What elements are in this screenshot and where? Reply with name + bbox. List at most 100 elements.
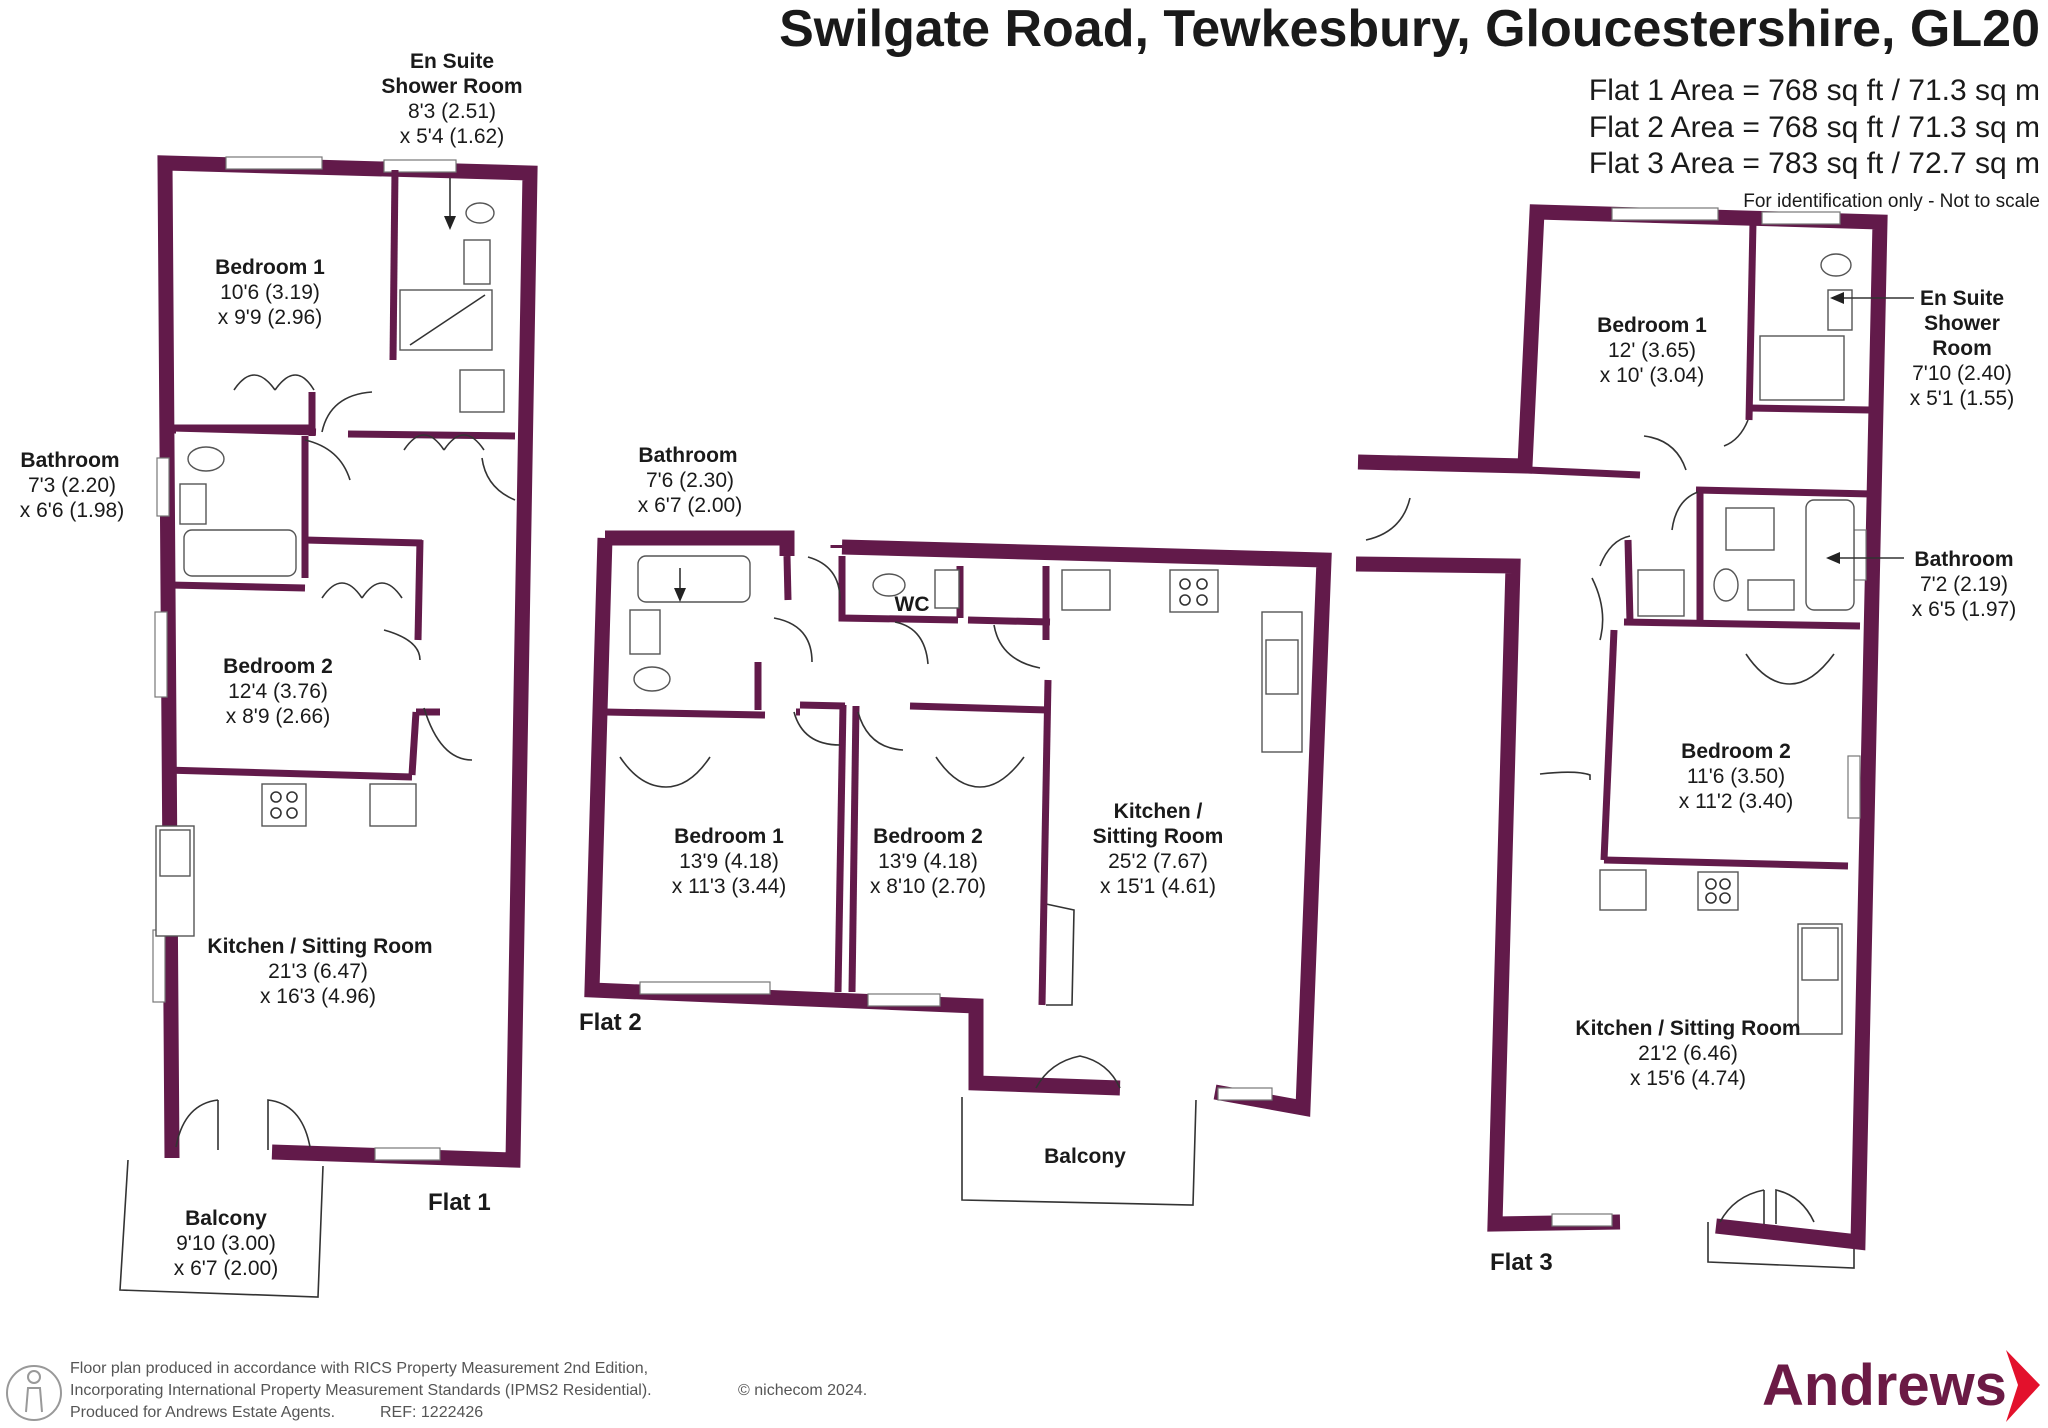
- door-swing: [894, 621, 929, 665]
- washbasin: [1747, 579, 1795, 611]
- flat2-inner-wall: [834, 704, 847, 993]
- flat3-window: [1847, 755, 1861, 819]
- appliance: [1599, 869, 1647, 911]
- kitchen-label: Kitchen / Sitting Room: [207, 935, 432, 958]
- flat3-inner-wall: [1624, 539, 1634, 623]
- door-swing: [321, 391, 373, 433]
- bathroom-label: Bathroom: [1914, 548, 2013, 571]
- flat2-bay: [1045, 903, 1075, 1006]
- kitchen-dimension: 21'3 (6.47): [268, 960, 368, 983]
- person-silhouette-icon: [6, 1365, 62, 1421]
- bathroom-dimension: 7'6 (2.30): [646, 469, 734, 492]
- bedroom1-dimension: x 9'9 (2.96): [218, 306, 322, 329]
- flat2-window: [639, 981, 771, 995]
- door-swing: [1723, 419, 1749, 447]
- flat1-window: [152, 929, 166, 1003]
- kitchen-dimension: x 15'1 (4.61): [1100, 875, 1216, 898]
- flat2-inner-wall: [838, 556, 1051, 626]
- flat2-plan: Bathroom 7'6 (2.30) x 6'7 (2.00) WC Bedr…: [579, 444, 1332, 1206]
- flat1-inner-wall: [414, 539, 424, 641]
- ensuite-dimension: x 5'4 (1.62): [400, 125, 504, 148]
- ensuite-label: Shower Room: [381, 75, 522, 98]
- balcony-label: Balcony: [185, 1207, 267, 1230]
- bedroom2-label: Bedroom 2: [223, 655, 333, 678]
- bedroom2-label: Bedroom 2: [1681, 740, 1791, 763]
- ensuite-dimension: x 5'1 (1.55): [1910, 387, 2014, 410]
- header: Swilgate Road, Tewkesbury, Gloucestershi…: [779, 0, 2040, 212]
- kitchen-dimension: 21'2 (6.46): [1638, 1042, 1738, 1065]
- footer: Floor plan produced in accordance with R…: [6, 1350, 2040, 1422]
- cupboard: [1637, 569, 1685, 617]
- wardrobe-doors: [403, 434, 485, 451]
- bath: [1805, 499, 1855, 611]
- footer-line-2: Incorporating International Property Mea…: [70, 1382, 652, 1399]
- bedroom2-dimension: 13'9 (4.18): [878, 850, 978, 873]
- flat2-inner-wall: [783, 555, 792, 601]
- cupboard: [459, 369, 505, 413]
- french-doors: [1719, 1188, 1815, 1224]
- hob: [1697, 871, 1739, 911]
- arrow-head: [1830, 292, 1844, 304]
- toilet: [1820, 253, 1852, 277]
- door-swing: [1591, 577, 1604, 641]
- bedroom1-dimension: 12' (3.65): [1608, 339, 1696, 362]
- french-doors: [1035, 1055, 1121, 1089]
- door-swing: [807, 556, 841, 601]
- scale-note: For identification only - Not to scale: [1743, 191, 2040, 212]
- door-swing: [857, 711, 904, 751]
- ensuite-label: En Suite: [1920, 287, 2004, 310]
- bathroom-dimension: x 6'7 (2.00): [638, 494, 742, 517]
- washbasin: [934, 569, 960, 609]
- bathroom-dimension: x 6'5 (1.97): [1912, 598, 2016, 621]
- flat1-label: Flat 1: [428, 1189, 491, 1216]
- wardrobe-doors: [935, 756, 1025, 788]
- flat1-window: [156, 457, 170, 517]
- door-swing: [773, 617, 813, 663]
- ensuite-dimension: 8'3 (2.51): [408, 100, 496, 123]
- sink: [1265, 639, 1299, 695]
- balcony-dimension: x 6'7 (2.00): [174, 1257, 278, 1280]
- flat2-inner-wall: [1038, 679, 1052, 1006]
- shower-tray: [409, 294, 486, 346]
- sink: [1801, 927, 1839, 981]
- flat3-inner-wall: [1527, 466, 1641, 479]
- bedroom1-label: Bedroom 1: [1597, 314, 1707, 337]
- bathroom-label: Bathroom: [638, 444, 737, 467]
- appliance: [369, 783, 417, 827]
- bedroom1-label: Bedroom 1: [674, 825, 784, 848]
- washbasin: [629, 609, 661, 655]
- bedroom1-label: Bedroom 1: [215, 256, 325, 279]
- appliance: [1725, 507, 1775, 551]
- wardrobe-doors: [1745, 653, 1835, 685]
- flat2-inner-wall: [799, 701, 1049, 714]
- bathroom-dimension: 7'2 (2.19): [1920, 573, 2008, 596]
- flat2-window: [1217, 1087, 1273, 1101]
- ensuite-dimension: 7'10 (2.40): [1912, 362, 2012, 385]
- hob: [261, 783, 307, 827]
- door-swing: [1365, 497, 1411, 541]
- bedroom1-dimension: x 11'3 (3.44): [672, 875, 787, 898]
- flat2-inner-wall: [848, 705, 860, 993]
- wardrobe-doors: [619, 756, 711, 788]
- sink: [159, 829, 191, 877]
- toilet: [872, 573, 906, 597]
- toilet: [633, 666, 671, 692]
- wardrobe-doors: [233, 374, 315, 391]
- flat1-window: [383, 159, 457, 173]
- flat1-plan: En Suite Shower Room 8'3 (2.51) x 5'4 (1…: [20, 50, 538, 1298]
- flat1-window: [154, 611, 168, 698]
- door-swing: [1643, 435, 1687, 471]
- door-swing: [423, 707, 473, 761]
- flat2-label: Flat 2: [579, 1009, 642, 1036]
- bedroom2-dimension: x 11'2 (3.40): [1679, 790, 1794, 813]
- balcony-dimension: 9'10 (3.00): [176, 1232, 276, 1255]
- toilet: [465, 202, 495, 224]
- door-swing: [383, 629, 421, 661]
- balcony-label: Balcony: [1044, 1145, 1126, 1168]
- flat1-inner-wall: [304, 536, 423, 547]
- toilet: [1713, 568, 1739, 602]
- ensuite-label: En Suite: [410, 50, 494, 73]
- flat3-window: [1551, 1213, 1613, 1227]
- toilet: [187, 446, 225, 472]
